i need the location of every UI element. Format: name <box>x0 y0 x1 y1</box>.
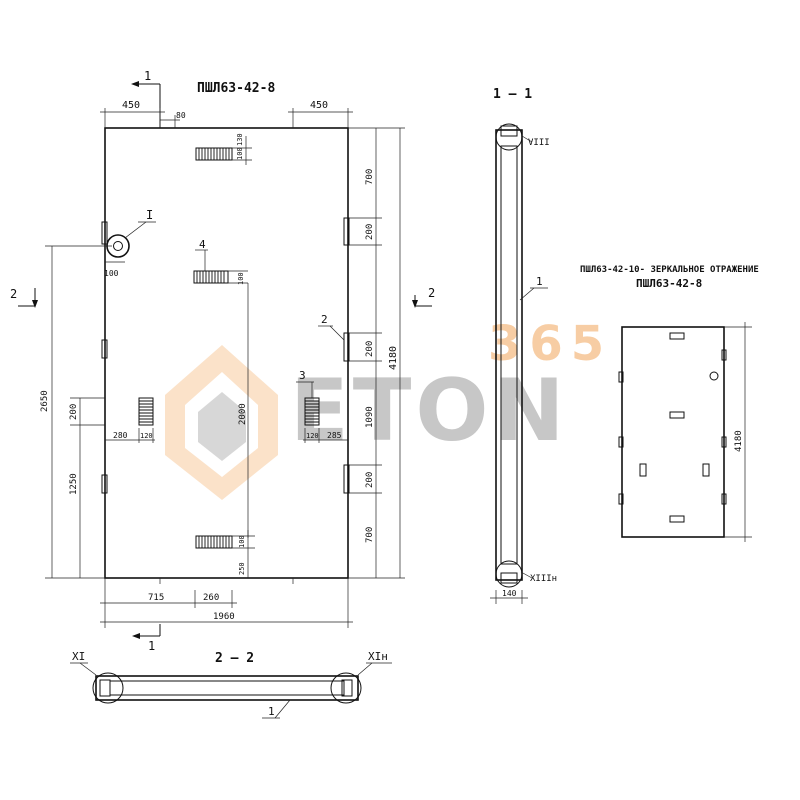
callout-XIH: XIн <box>368 650 388 663</box>
callout-XIIIH: XIIIн <box>530 574 557 584</box>
dim-1250: 1250 <box>69 473 79 495</box>
dim-2000: 2000 <box>238 403 248 425</box>
dim-4180: 4180 <box>388 346 399 370</box>
callout-XI: XI <box>72 650 85 663</box>
section-2-2-title: 2 – 2 <box>215 651 254 666</box>
dim-450-right: 450 <box>310 100 328 111</box>
dim-700-bottom: 700 <box>365 527 375 543</box>
dim-285: 285 <box>327 431 342 440</box>
watermark: 365 ETON <box>165 316 612 500</box>
dim-250: 250 <box>238 562 246 575</box>
callout-3: 3 <box>299 369 306 382</box>
bottom-dimensions: 715 260 1960 <box>100 578 353 628</box>
left-edge-inserts <box>101 221 108 494</box>
section-mark-left-label: 2 <box>10 287 17 301</box>
section-2-2: 2 – 2 XI XIн 1 <box>70 650 392 719</box>
dim-100-low: 100 <box>238 535 246 548</box>
dim-715: 715 <box>148 593 164 603</box>
section-mark-top: 1 <box>131 69 161 128</box>
dim-280: 280 <box>113 431 128 440</box>
section-mark-right-label: 2 <box>428 286 435 300</box>
section-mark-bottom-label: 1 <box>148 639 155 653</box>
internal-dim-2000: 2000 <box>238 283 249 538</box>
dim-100-hole: 100 <box>104 269 119 278</box>
dim-200-a: 200 <box>365 224 375 240</box>
dim-120-right: 120 <box>306 432 319 440</box>
vertical-plate-3: 120 285 3 <box>296 369 348 443</box>
mirror-view: ПШЛ63-42-10- ЗЕРКАЛЬНОЕ ОТРАЖЕНИЕ ПШЛ63-… <box>580 265 759 542</box>
vertical-plate-left: 280 120 <box>105 397 155 443</box>
dim-130: 130 <box>236 133 244 146</box>
right-edge-inserts: 2 <box>318 217 350 494</box>
section-1-1: 1 – 1 VIII XIIIн 1 140 <box>490 87 557 604</box>
section-1-1-callout-1: 1 <box>536 275 543 288</box>
section-mark-bottom: 1 <box>132 624 161 653</box>
section-mark-left: 2 <box>10 287 38 308</box>
dim-1090: 1090 <box>365 406 375 428</box>
top-dimensions: 450 450 80 <box>100 100 353 128</box>
embedded-plate-bottom: 100 250 <box>195 530 255 578</box>
watermark-number: 365 <box>488 316 612 372</box>
lifting-hole-I: 100 I <box>104 208 156 278</box>
section-1-1-title: 1 – 1 <box>493 87 532 102</box>
watermark-logo-icon <box>165 345 278 500</box>
dim-700-top: 700 <box>365 169 375 185</box>
callout-4: 4 <box>199 238 206 251</box>
panel-outline <box>104 127 349 579</box>
callout-VIII: VIII <box>528 138 550 148</box>
right-dimensions: 700 200 200 1090 200 700 4180 <box>348 127 405 579</box>
left-dimensions: 2650 200 1250 <box>40 245 112 579</box>
dim-200-left: 200 <box>69 404 79 420</box>
watermark-brand: ETON <box>290 361 569 461</box>
mirror-dim-4180: 4180 <box>734 430 744 452</box>
dim-80: 80 <box>176 111 186 120</box>
mirror-line2: ПШЛ63-42-8 <box>636 277 702 290</box>
dim-450-left: 450 <box>122 100 140 111</box>
front-title: ПШЛ63-42-8 <box>197 81 275 96</box>
dim-200-b: 200 <box>365 341 375 357</box>
embedded-plate-top: 100 130 <box>195 133 252 165</box>
callout-2: 2 <box>321 313 328 326</box>
dim-260: 260 <box>203 593 219 603</box>
dim-100a: 100 <box>236 147 244 160</box>
embedded-plate-4: 100 4 <box>193 238 248 285</box>
dim-2650: 2650 <box>40 390 50 412</box>
dim-140: 140 <box>502 589 517 598</box>
dim-200-c: 200 <box>365 472 375 488</box>
dim-120-left: 120 <box>140 432 153 440</box>
mirror-line1: ПШЛ63-42-10- ЗЕРКАЛЬНОЕ ОТРАЖЕНИЕ <box>580 265 759 275</box>
section-mark-right: 2 <box>412 286 435 308</box>
dim-1960: 1960 <box>213 612 235 622</box>
dim-100-mid: 100 <box>237 272 245 285</box>
front-view: ПШЛ63-42-8 1 450 450 80 <box>10 69 435 653</box>
section-2-2-callout-1: 1 <box>268 705 275 718</box>
callout-I: I <box>146 208 153 222</box>
section-mark-top-label: 1 <box>144 69 151 83</box>
